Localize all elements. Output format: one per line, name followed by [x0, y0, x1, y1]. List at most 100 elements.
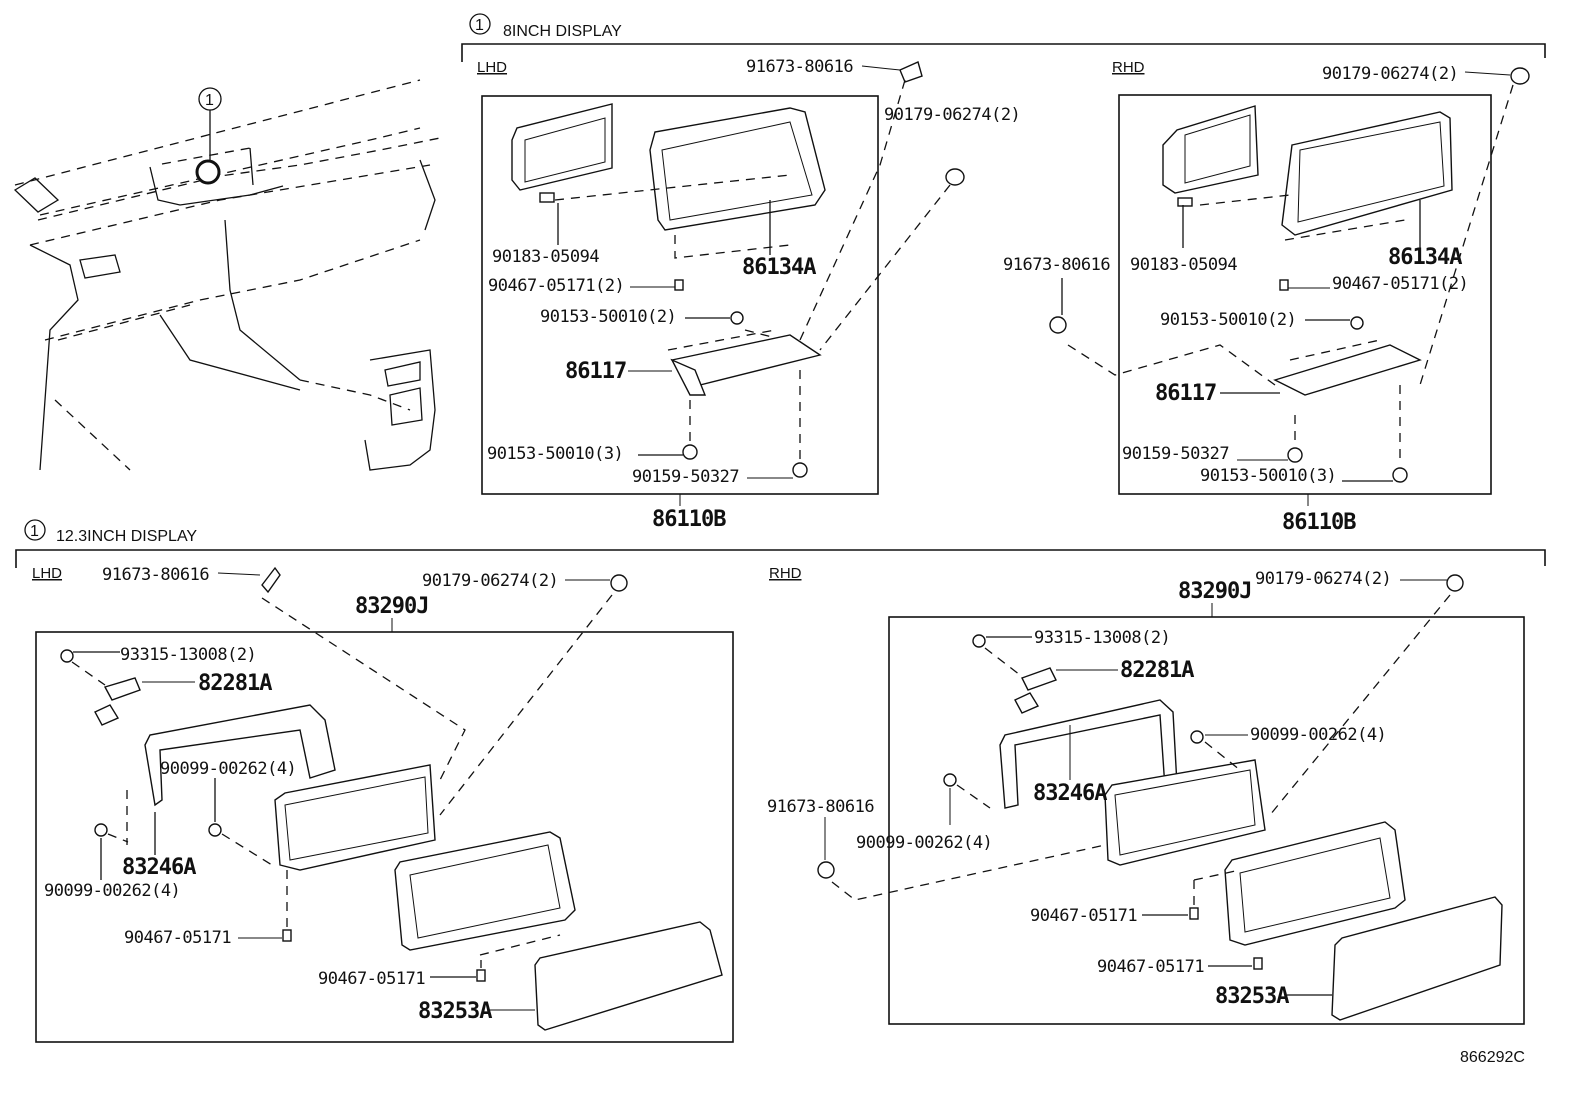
rhd-8inch-group: RHD [1003, 59, 1530, 535]
clip-top [610, 574, 628, 592]
part-label: 90159-50327 [1122, 444, 1229, 464]
part-label: 91673-80616 [767, 797, 874, 817]
part-label: 90099-00262(4) [856, 833, 992, 853]
part-label: 90153-50010(2) [540, 307, 676, 327]
bolt-side [1049, 316, 1067, 334]
screw-upper [1350, 316, 1364, 330]
display-unit [274, 764, 436, 871]
side-label-lhd: LHD [32, 565, 62, 582]
part-label: 90183-05094 [1130, 255, 1237, 275]
figure-code: 866292C [1460, 1049, 1525, 1066]
nut-clip [1279, 279, 1289, 291]
section-callout-number: 1 [30, 523, 39, 540]
part-label: 86134A [1388, 245, 1462, 270]
lhd-8inch-group: LHD [477, 57, 1021, 532]
lhd-12inch-group: LHD [32, 565, 734, 1043]
dashboard-locator-illustration: 1 [13, 79, 441, 471]
part-label: 90179-06274(2) [1255, 569, 1391, 589]
glass-part [534, 921, 723, 1031]
part-label: 90099-00262(4) [160, 759, 296, 779]
part-label: 90467-05171 [318, 969, 425, 989]
part-label: 90153-50010(3) [1200, 466, 1336, 486]
nut-clip [674, 279, 684, 291]
display-unit [1162, 105, 1259, 194]
assembly-box [1118, 94, 1492, 495]
part-label: 82281A [1120, 658, 1194, 683]
screw-mid [208, 823, 222, 837]
part-label: 83253A [1215, 984, 1289, 1009]
section-title: 12.3INCH DISPLAY [56, 528, 197, 545]
side-label-rhd: RHD [769, 565, 802, 582]
clip-top [1446, 574, 1464, 592]
glass-part [1331, 896, 1503, 1021]
screw-left [94, 823, 108, 837]
part-label: 86134A [742, 255, 816, 280]
side-label-rhd: RHD [1112, 59, 1145, 76]
part-label: 93315-13008(2) [1034, 628, 1170, 648]
section-callout-circle [469, 13, 491, 35]
display-unit [1104, 759, 1266, 866]
part-label: 91673-80616 [746, 57, 853, 77]
screw-mid [1190, 730, 1204, 744]
section-title: 8INCH DISPLAY [503, 23, 622, 40]
display-unit [511, 103, 613, 191]
bracket-part [144, 704, 336, 807]
harness-part [1021, 667, 1057, 691]
bolt-side [817, 861, 835, 879]
section-callout-number: 1 [475, 17, 484, 34]
screw-small [972, 634, 986, 648]
assembly-label: 86110B [652, 507, 726, 532]
assembly-box [35, 631, 734, 1043]
bracket-part [1273, 344, 1422, 396]
display-location-marker [195, 159, 221, 185]
part-label: 90467-05171 [124, 928, 231, 948]
part-label: 91673-80616 [1003, 255, 1110, 275]
clip-small-part [1177, 197, 1193, 207]
callout-number: 1 [205, 92, 214, 109]
nut-clip-b [1253, 957, 1263, 970]
part-label: 90467-05171(2) [488, 276, 624, 296]
bezel-part [1281, 111, 1453, 236]
screw-lower [1392, 467, 1408, 483]
screw-left [943, 773, 957, 787]
part-label: 83246A [122, 855, 196, 880]
assembly-label: 83290J [1178, 579, 1251, 604]
part-label: 90099-00262(4) [44, 881, 180, 901]
part-label: 86117 [565, 359, 626, 384]
bolt-lower [792, 462, 808, 478]
bezel-part [1224, 821, 1406, 946]
rhd-12inch-group: RHD [767, 565, 1525, 1025]
section-bracket [461, 43, 1546, 62]
nut-clip-b [476, 969, 486, 982]
part-label: 90153-50010(2) [1160, 310, 1296, 330]
part-label: 86117 [1155, 381, 1216, 406]
part-label: 90153-50010(3) [487, 444, 623, 464]
bolt-top [899, 61, 923, 83]
bezel-part [649, 107, 826, 231]
section-8inch-display: 1 8INCH DISPLAY LHD [461, 13, 1546, 535]
part-label: 82281A [198, 671, 272, 696]
assembly-label: 83290J [355, 594, 428, 619]
bezel-part [394, 831, 576, 951]
bolt-top [261, 566, 281, 594]
section-bracket [15, 549, 1546, 568]
part-label: 90467-05171 [1030, 906, 1137, 926]
clip-top [1510, 67, 1530, 85]
part-label: 90159-50327 [632, 467, 739, 487]
part-label: 90179-06274(2) [422, 571, 558, 591]
side-label-lhd: LHD [477, 59, 507, 76]
screw-lower [682, 444, 698, 460]
part-label: 93315-13008(2) [120, 645, 256, 665]
clip-top [945, 168, 965, 186]
harness-part [103, 677, 141, 701]
assembly-box [888, 616, 1525, 1025]
nut-clip-a [282, 929, 292, 942]
part-label: 83246A [1033, 781, 1107, 806]
bolt-lower [1287, 447, 1303, 463]
part-label: 90467-05171(2) [1332, 274, 1468, 294]
nut-clip-a [1189, 907, 1199, 920]
section-callout-circle [24, 519, 46, 541]
part-label: 90179-06274(2) [884, 105, 1020, 125]
section-12inch-display: 1 12.3INCH DISPLAY LHD [15, 519, 1546, 1043]
